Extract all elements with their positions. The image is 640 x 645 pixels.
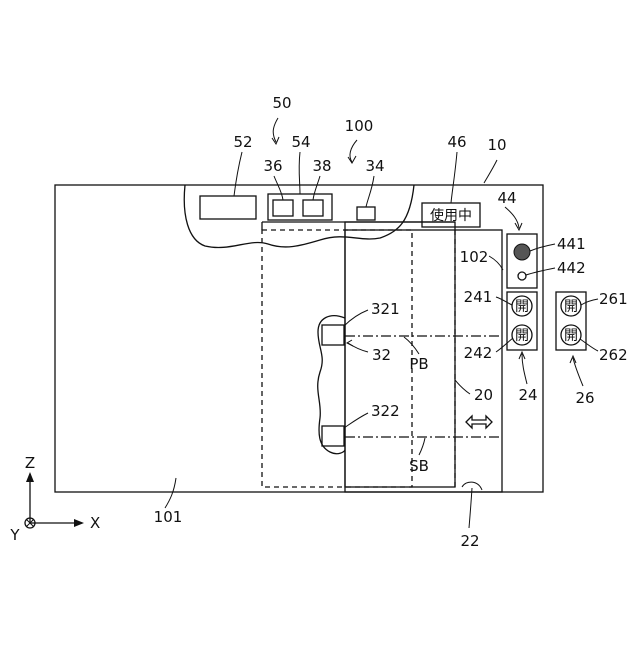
label-pb: PB — [409, 355, 428, 373]
label-46: 46 — [447, 133, 466, 151]
label-242: 242 — [464, 344, 493, 362]
double-arrow-icon — [466, 416, 492, 428]
button-36-box — [273, 200, 293, 216]
open-button-261-glyph: 開 — [564, 299, 578, 315]
label-100: 100 — [345, 117, 374, 135]
display-unit — [200, 196, 256, 219]
button-38-box — [303, 200, 323, 216]
label-441: 441 — [557, 235, 586, 253]
label-442: 442 — [557, 259, 586, 277]
label-sb: SB — [409, 457, 429, 475]
door-20 — [345, 222, 455, 487]
label-38: 38 — [312, 157, 331, 175]
open-button-242-glyph: 開 — [515, 328, 529, 344]
label-52: 52 — [233, 133, 252, 151]
label-101: 101 — [154, 508, 183, 526]
label-26: 26 — [575, 389, 594, 407]
label-22: 22 — [460, 532, 479, 550]
label-44: 44 — [497, 189, 516, 207]
label-20: 20 — [474, 386, 493, 404]
label-262: 262 — [599, 346, 628, 364]
lock-322 — [322, 426, 344, 446]
label-10: 10 — [487, 136, 506, 154]
lamp-441-icon — [514, 244, 530, 260]
lock-321 — [322, 325, 344, 345]
axis-x-label: X — [90, 514, 100, 532]
axis-y-label: Y — [9, 526, 20, 544]
sensor-box — [357, 207, 375, 220]
label-34: 34 — [365, 157, 384, 175]
label-24: 24 — [518, 386, 537, 404]
label-54: 54 — [291, 133, 310, 151]
open-button-241-glyph: 開 — [515, 299, 529, 315]
label-321: 321 — [371, 300, 400, 318]
label-322: 322 — [371, 402, 400, 420]
label-36: 36 — [263, 157, 282, 175]
outer-body — [55, 185, 543, 492]
label-261: 261 — [599, 290, 628, 308]
label-32: 32 — [372, 346, 391, 364]
axis-z-label: Z — [25, 454, 35, 472]
label-241: 241 — [464, 288, 493, 306]
lamp-442-icon — [518, 272, 526, 280]
open-button-262-glyph: 開 — [564, 328, 578, 344]
label-50: 50 — [272, 94, 291, 112]
label-102: 102 — [460, 248, 489, 266]
